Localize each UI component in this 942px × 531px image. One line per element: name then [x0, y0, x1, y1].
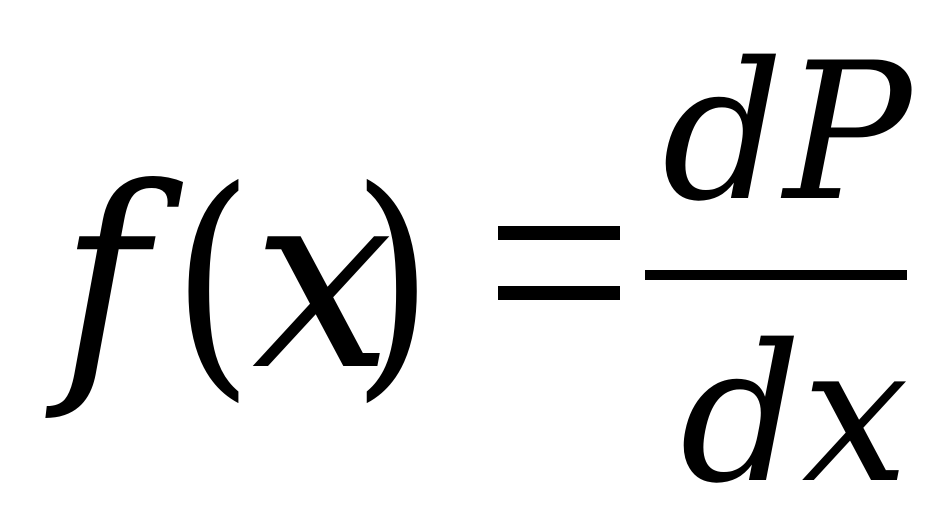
- equals-sign: [498, 226, 620, 302]
- equals-bottom-bar: [498, 286, 620, 300]
- fraction-denominator: dx: [680, 304, 909, 525]
- fraction-bar: [645, 270, 907, 280]
- right-parenthesis: ): [352, 138, 434, 423]
- function-name: f: [60, 134, 148, 425]
- left-parenthesis: (: [172, 138, 254, 423]
- equals-top-bar: [498, 226, 620, 240]
- fraction-numerator: dP: [662, 22, 912, 243]
- variable: x: [252, 134, 393, 425]
